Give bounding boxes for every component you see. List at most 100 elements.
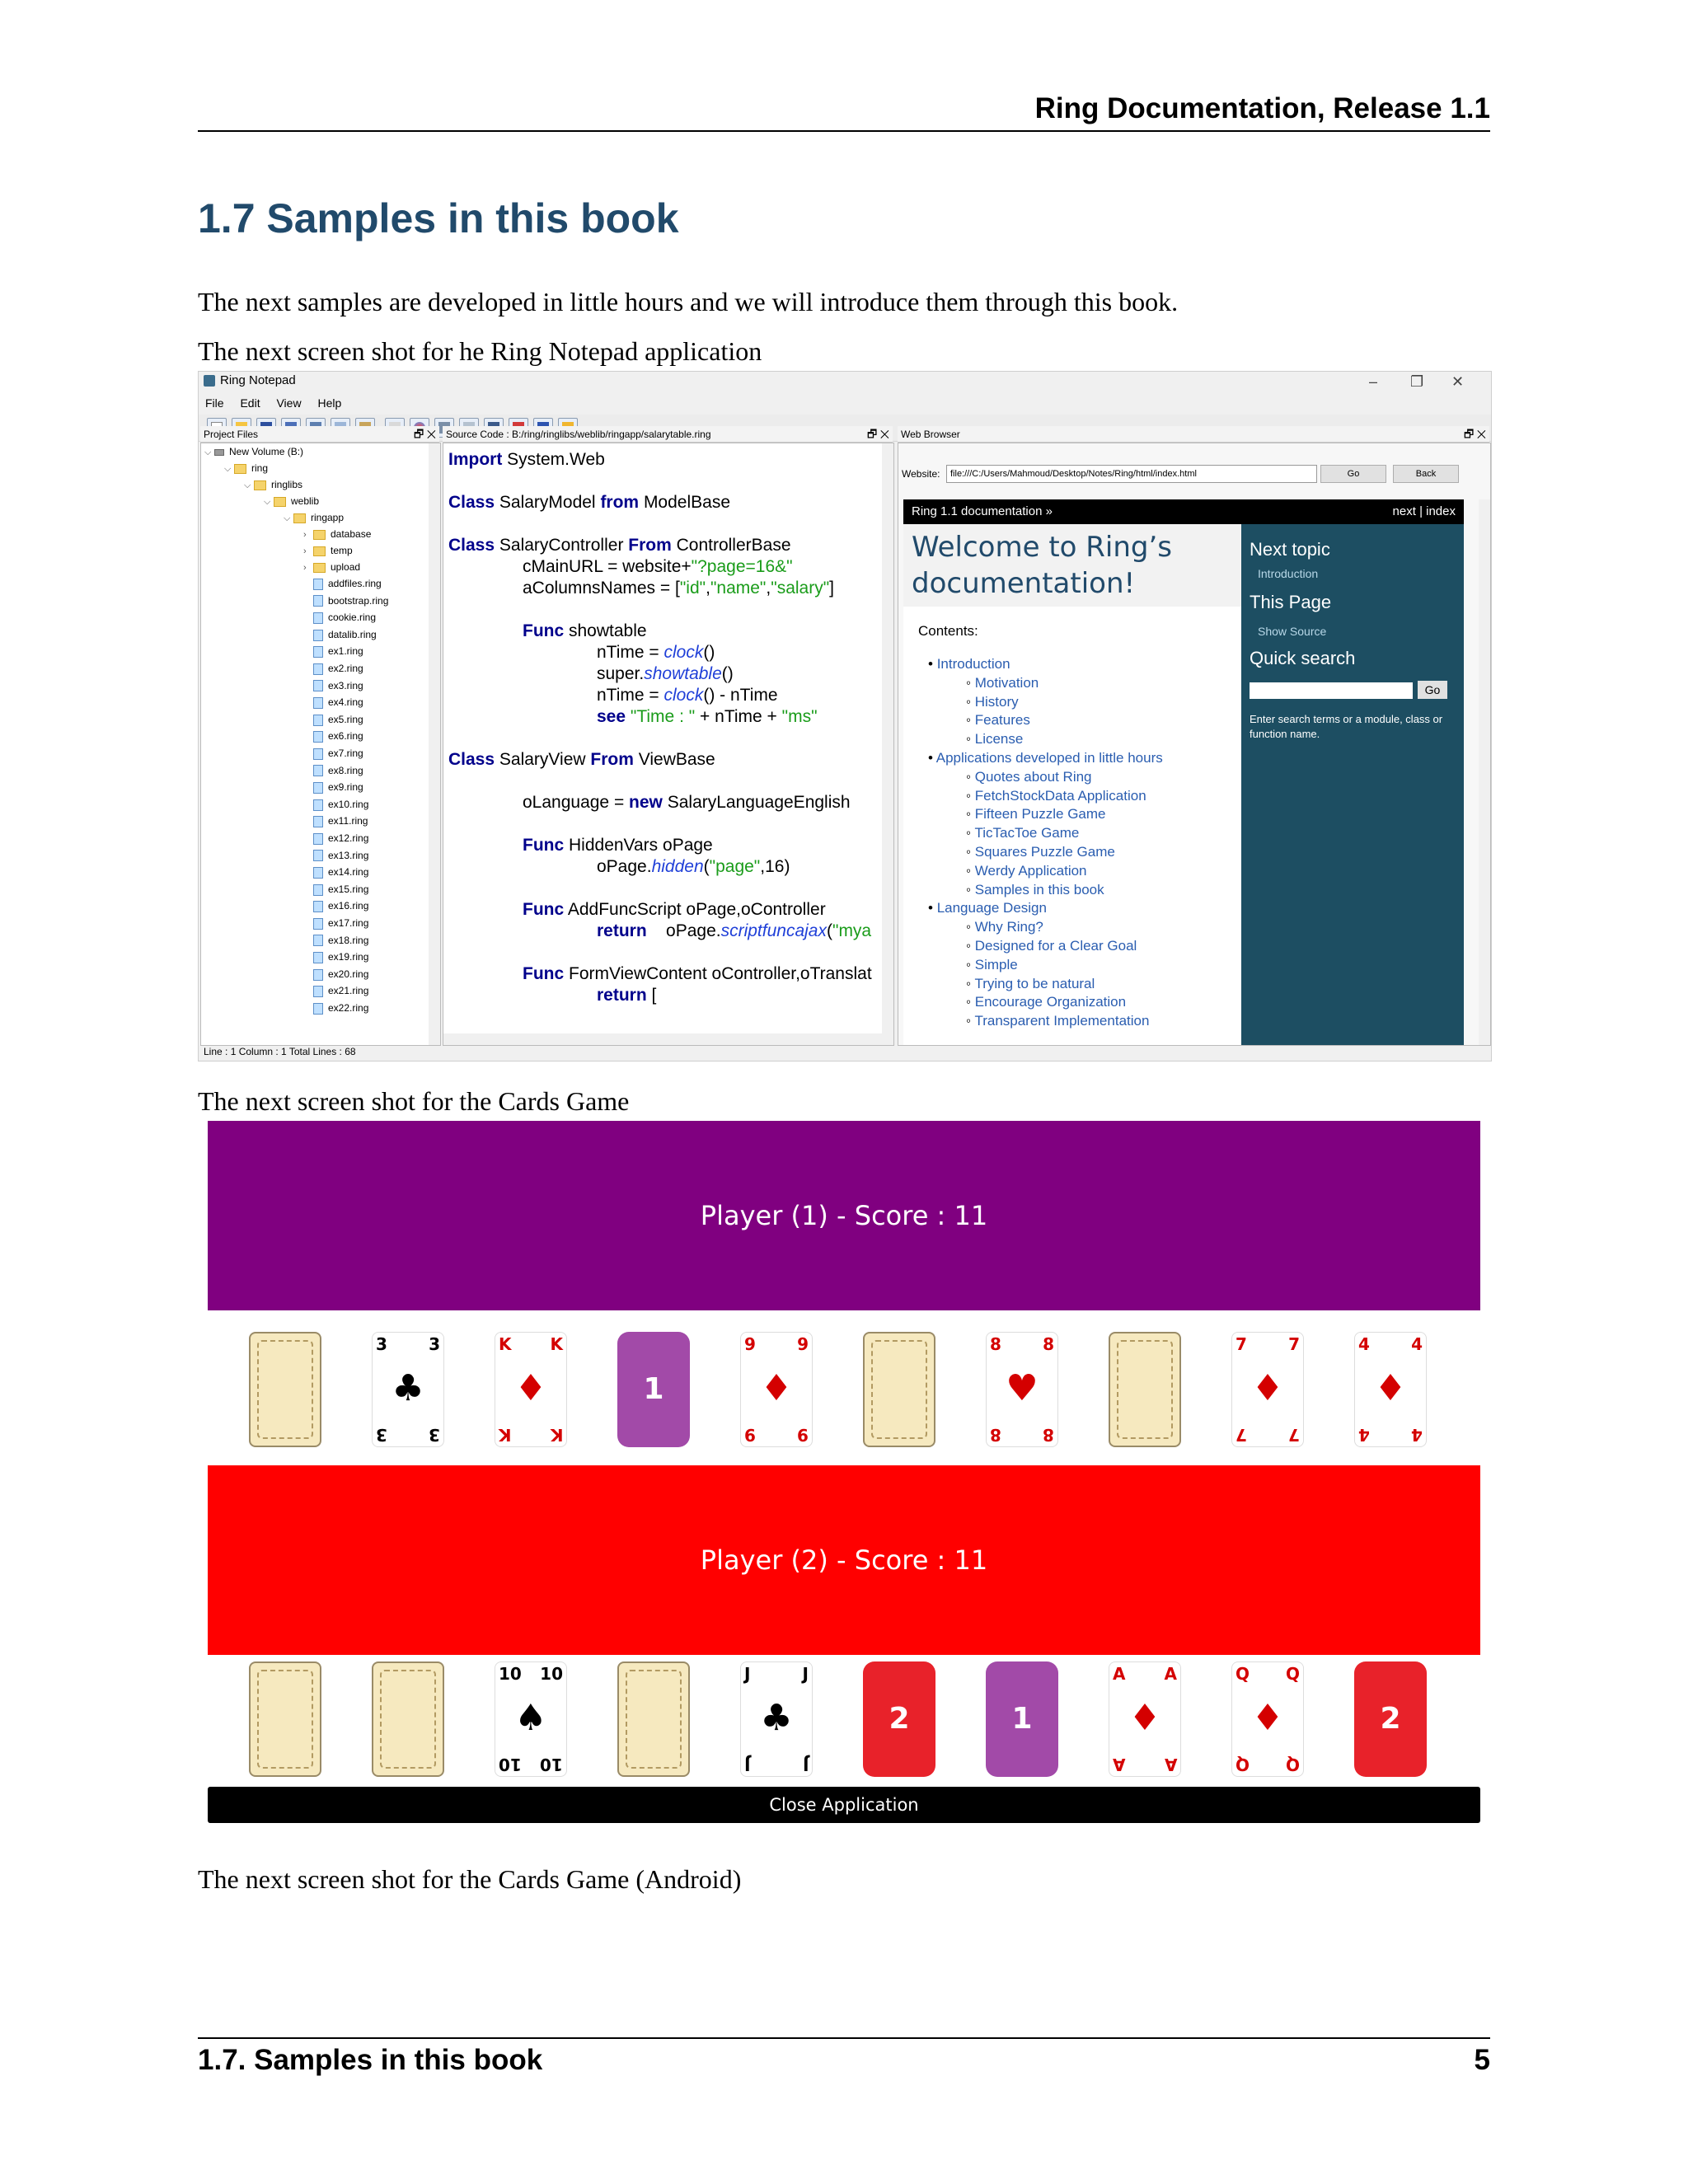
tree-file[interactable]: ex3.ring [313, 677, 363, 694]
panel-float-close-icon[interactable]: 🗗 ✕ [413, 428, 436, 440]
tree-folder[interactable]: ›database [303, 528, 372, 540]
tree-file[interactable]: ex1.ring [313, 643, 363, 659]
show-source-link[interactable]: Show Source [1258, 625, 1327, 638]
next-topic-link[interactable]: Introduction [1258, 567, 1319, 580]
tree-file[interactable]: ex8.ring [313, 762, 363, 779]
toc-subsection-link[interactable]: ◦ Trying to be natural [966, 975, 1095, 991]
tree-file[interactable]: ex16.ring [313, 898, 368, 914]
toc-section-link[interactable]: • Language Design [928, 900, 1047, 916]
toc-subsection-link[interactable]: ◦ Werdy Application [966, 862, 1087, 879]
tree-folder[interactable]: ⌵weblib [264, 495, 320, 507]
source-code-editor[interactable]: Import System.Web Class SalaryModel from… [443, 443, 894, 1046]
restore-icon[interactable]: ❐ [1410, 373, 1424, 390]
tree-file[interactable]: ex11.ring [313, 813, 368, 829]
tree-file[interactable]: bootstrap.ring [313, 593, 388, 609]
back-button[interactable]: Back [1393, 465, 1459, 483]
card-number-button[interactable]: 1 [617, 1332, 690, 1447]
menu-view[interactable]: View [276, 396, 302, 410]
editor-hscrollbar[interactable] [443, 1033, 893, 1045]
minimize-icon[interactable]: – [1369, 373, 1378, 390]
toc-subsection-link[interactable]: ◦ License [966, 731, 1024, 748]
card-back[interactable] [863, 1332, 935, 1447]
menu-file[interactable]: File [205, 396, 224, 410]
tree-file[interactable]: ex9.ring [313, 779, 363, 795]
doc-breadcrumb[interactable]: Ring 1.1 documentation » [912, 504, 1053, 518]
toc-subsection-link[interactable]: ◦ History [966, 693, 1019, 710]
close-icon[interactable]: ✕ [1451, 373, 1465, 390]
card-back[interactable] [1109, 1332, 1181, 1447]
card-number-button[interactable]: 1 [986, 1661, 1058, 1777]
card-number-button[interactable]: 2 [1354, 1661, 1427, 1777]
tree-file[interactable]: ex20.ring [313, 966, 368, 982]
tree-file[interactable]: ex13.ring [313, 847, 368, 864]
toc-subsection-link[interactable]: ◦ Motivation [966, 674, 1039, 691]
tree-file[interactable]: datalib.ring [313, 626, 377, 643]
card-back[interactable] [249, 1661, 321, 1777]
toc-subsection-link[interactable]: ◦ Quotes about Ring [966, 768, 1092, 785]
toc-subsection-link[interactable]: ◦ Squares Puzzle Game [966, 844, 1115, 860]
toc-subsection-link[interactable]: ◦ Designed for a Clear Goal [966, 938, 1137, 954]
toc-subsection-link[interactable]: ◦ Features [966, 712, 1030, 729]
tree-file[interactable]: ex4.ring [313, 694, 363, 710]
tree-file[interactable]: ex12.ring [313, 830, 368, 846]
card-back[interactable] [617, 1661, 690, 1777]
toc-subsection-link[interactable]: ◦ Why Ring? [966, 919, 1043, 935]
toc-subsection-link[interactable]: ◦ Transparent Implementation [966, 1013, 1150, 1029]
tree-file[interactable]: ex19.ring [313, 949, 368, 965]
tree-file[interactable]: ex17.ring [313, 915, 368, 931]
tree-file[interactable]: addfiles.ring [313, 575, 382, 592]
project-files-tree[interactable]: ⌵New Volume (B:) ⌵ring ⌵ringlibs ⌵weblib… [200, 443, 441, 1046]
menu-help[interactable]: Help [317, 396, 342, 410]
toc-subsection-link[interactable]: ◦ Encourage Organization [966, 994, 1127, 1010]
toc-subsection-link[interactable]: ◦ Fifteen Puzzle Game [966, 806, 1106, 823]
toc-subsection-link[interactable]: ◦ Simple [966, 956, 1018, 972]
url-input[interactable]: file:///C:/Users/Mahmoud/Desktop/Notes/R… [946, 465, 1317, 483]
tree-file[interactable]: ex5.ring [313, 711, 363, 728]
tree-file[interactable]: ex21.ring [313, 982, 368, 999]
tree-folder[interactable]: ›temp [303, 545, 353, 556]
tree-scrollbar[interactable] [429, 443, 440, 1045]
card-back[interactable] [249, 1332, 321, 1447]
toc-subsection-link[interactable]: ◦ TicTacToe Game [966, 825, 1080, 841]
tree-file[interactable]: ex10.ring [313, 796, 368, 813]
browser-scrollbar[interactable] [1479, 499, 1490, 1045]
tree-file[interactable]: ex22.ring [313, 1000, 368, 1016]
editor-vscrollbar[interactable] [882, 443, 893, 1033]
toc-section-link[interactable]: • Introduction [928, 656, 1010, 672]
quick-search-input[interactable] [1250, 682, 1413, 699]
tree-folder[interactable]: ›upload [303, 561, 361, 573]
tree-folder[interactable]: ⌵ringlibs [244, 479, 303, 490]
toc-section-link[interactable]: • Applications developed in little hours [928, 750, 1163, 766]
tree-file[interactable]: ex2.ring [313, 660, 363, 677]
tree-file[interactable]: ex18.ring [313, 932, 368, 949]
toc-subsection-link[interactable]: ◦ FetchStockData Application [966, 787, 1146, 804]
tree-file[interactable]: ex6.ring [313, 728, 363, 744]
tree-file[interactable]: ex7.ring [313, 745, 363, 762]
card-back[interactable] [372, 1661, 444, 1777]
panel-float-close-icon[interactable]: 🗗 ✕ [1463, 428, 1486, 440]
tree-file[interactable]: ex14.ring [313, 864, 368, 880]
toc-subsection-link[interactable]: ◦ Samples in this book [966, 881, 1104, 898]
quick-search-go-button[interactable]: Go [1418, 681, 1447, 699]
card-number-button[interactable]: 2 [863, 1661, 935, 1777]
tree-file[interactable]: cookie.ring [313, 609, 376, 626]
tree-volume[interactable]: ⌵New Volume (B:) [204, 446, 304, 457]
go-button[interactable]: Go [1320, 465, 1386, 483]
menu-edit[interactable]: Edit [240, 396, 260, 410]
panel-float-close-icon[interactable]: 🗗 ✕ [866, 428, 889, 440]
tree-folder[interactable]: ⌵ringapp [284, 512, 345, 523]
doc-next-index[interactable]: next | index [1392, 504, 1456, 518]
tree-file[interactable]: ex15.ring [313, 881, 368, 898]
close-application-button[interactable]: Close Application [208, 1787, 1480, 1823]
tree-folder[interactable]: ⌵ring [224, 462, 269, 474]
